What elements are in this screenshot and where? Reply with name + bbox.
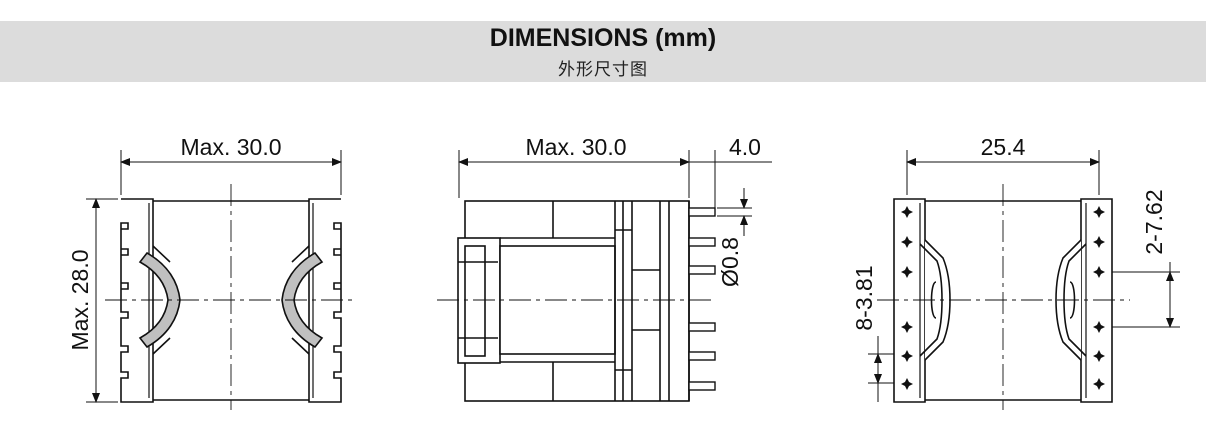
middle-width-label: Max. 30.0 bbox=[526, 134, 627, 160]
pin-span-label: 25.4 bbox=[981, 134, 1026, 160]
page-subtitle: 外形尺寸图 bbox=[558, 60, 648, 80]
pin-diameter-label: Ø0.8 bbox=[717, 237, 743, 287]
left-flange-shape bbox=[120, 198, 154, 403]
middle-view bbox=[437, 150, 772, 402]
pins bbox=[688, 207, 716, 391]
pin-markers bbox=[901, 206, 1105, 390]
row-pitch-label: 2-7.62 bbox=[1141, 189, 1167, 254]
pin-pitch-label: 8-3.81 bbox=[851, 265, 877, 330]
page-title: DIMENSIONS (mm) bbox=[489, 24, 717, 52]
left-height-label: Max. 28.0 bbox=[67, 250, 93, 351]
right-view bbox=[868, 150, 1180, 410]
left-view bbox=[86, 150, 355, 410]
left-width-label: Max. 30.0 bbox=[181, 134, 282, 160]
pin-offset-label: 4.0 bbox=[729, 134, 761, 160]
header-bar: DIMENSIONS (mm) 外形尺寸图 bbox=[0, 21, 1206, 82]
right-flange-shape bbox=[308, 198, 342, 403]
